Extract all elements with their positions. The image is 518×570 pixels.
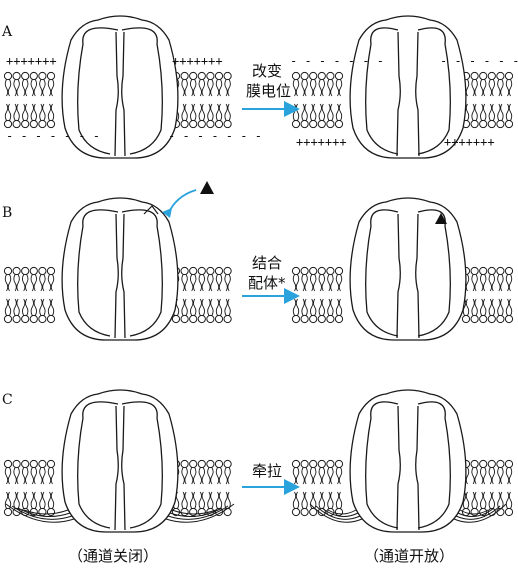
panel-a-right-top-charges: - - - - - - -: [290, 54, 384, 68]
ligand-approach-arrowhead: [162, 208, 172, 218]
tethers-open: [309, 503, 507, 523]
channel-closed-0: [61, 15, 179, 159]
bilayer-right-outer-0: [291, 71, 344, 129]
channel-open-0-pore-wall-right: [415, 31, 420, 157]
bilayer-left-inner-0: [171, 71, 232, 129]
panel-a-right-bottom-charges-right: +++++++: [444, 135, 495, 149]
channel-open-1-body: [349, 197, 467, 341]
channel-closed-1: [61, 197, 179, 341]
open-caption: （通道开放）: [364, 547, 454, 565]
channel-closed-1-body: [61, 197, 179, 341]
channel-closed-0-pore-wall-left: [114, 31, 119, 157]
channel-open-2-left-subunit: [365, 401, 399, 529]
bilayer-left-outer-0: [3, 71, 56, 129]
bilayer-right-inner-0: [461, 71, 514, 129]
channel-open-2-pore-wall-right: [415, 405, 420, 531]
ligand-approach-arrow-shaft: [167, 189, 197, 215]
channel-closed-1-pore-wall-left: [114, 213, 119, 339]
panel-a-action-line-1: 改变: [252, 62, 282, 80]
panel-a-left-bottom-charges-right: - - - - - - -: [168, 129, 262, 143]
channel-closed-0-right-subunit: [121, 27, 163, 155]
ligand-bound-icon: [435, 213, 447, 224]
panel-b-label: B: [2, 205, 12, 221]
bilayer-left-inner-2: [171, 459, 232, 517]
panel-b-action-line-1: 结合: [252, 254, 282, 272]
bilayer-left-inner-1: [171, 266, 232, 324]
bilayer-left-outer-2: [3, 459, 56, 517]
bilayer-right-outer-1: [291, 266, 344, 324]
channel-open-0-pore-wall-left: [396, 31, 401, 157]
channel-closed-2-right-subunit: [121, 401, 163, 529]
channel-open-2-right-subunit: [417, 401, 451, 529]
channel-closed-0-pore-wall-right: [121, 31, 126, 157]
channel-closed-2-pore-wall-left: [114, 405, 119, 531]
channel-closed-2-body: [61, 389, 179, 533]
channel-open-2-pore-wall-left: [396, 405, 401, 531]
ligand-binding-site: [143, 205, 159, 215]
panel-a-right-top-charges-right: - - - - - - -: [440, 54, 518, 68]
ligand-free-icon: [200, 181, 214, 194]
bilayer-right-inner-2: [461, 459, 514, 517]
panel-a-action-line-2: 膜电位: [246, 82, 291, 100]
tethers-closed: [5, 503, 235, 523]
panel-c-action-line-1: 牵拉: [252, 462, 282, 480]
channel-open-2-body: [349, 389, 467, 533]
channel-closed-2: [61, 389, 179, 533]
channel-open-1-right-subunit: [417, 209, 451, 337]
channel-open-2: [349, 389, 467, 533]
channel-closed-1-right-subunit: [121, 209, 163, 337]
channel-proteins: [5, 15, 507, 533]
channel-closed-1-left-subunit: [77, 209, 119, 337]
panel-a-label: A: [1, 24, 13, 40]
panel-b-action-line-2: 配体*: [248, 274, 286, 292]
panel-a-left-bottom-charges: - - - - - - -: [6, 129, 100, 143]
closed-caption: （通道关闭）: [68, 547, 158, 565]
channel-closed-0-body: [61, 15, 179, 159]
channel-open-1-pore-wall-left: [396, 213, 401, 339]
channel-open-0-body: [349, 15, 467, 159]
channel-open-0-left-subunit: [365, 27, 399, 155]
channel-open-1: [349, 197, 467, 341]
channel-open-1-left-subunit: [365, 209, 399, 337]
panel-a-left-top-charges: +++++++: [6, 54, 57, 68]
channel-open-1-pore-wall-right: [415, 213, 420, 339]
channel-closed-2-pore-wall-right: [121, 405, 126, 531]
bilayer-left-outer-1: [3, 266, 56, 324]
panel-a-left-top-charges-right: +++++++: [172, 54, 223, 68]
channel-closed-2-left-subunit: [77, 401, 119, 529]
panel-a-right-bottom-charges: +++++++: [296, 135, 347, 149]
bilayer-right-inner-1: [461, 266, 514, 324]
channel-closed-1-pore-wall-right: [121, 213, 126, 339]
channel-open-0: [349, 15, 467, 159]
panel-c-label: C: [2, 392, 13, 408]
channel-open-0-right-subunit: [417, 27, 451, 155]
channel-closed-0-left-subunit: [77, 27, 119, 155]
